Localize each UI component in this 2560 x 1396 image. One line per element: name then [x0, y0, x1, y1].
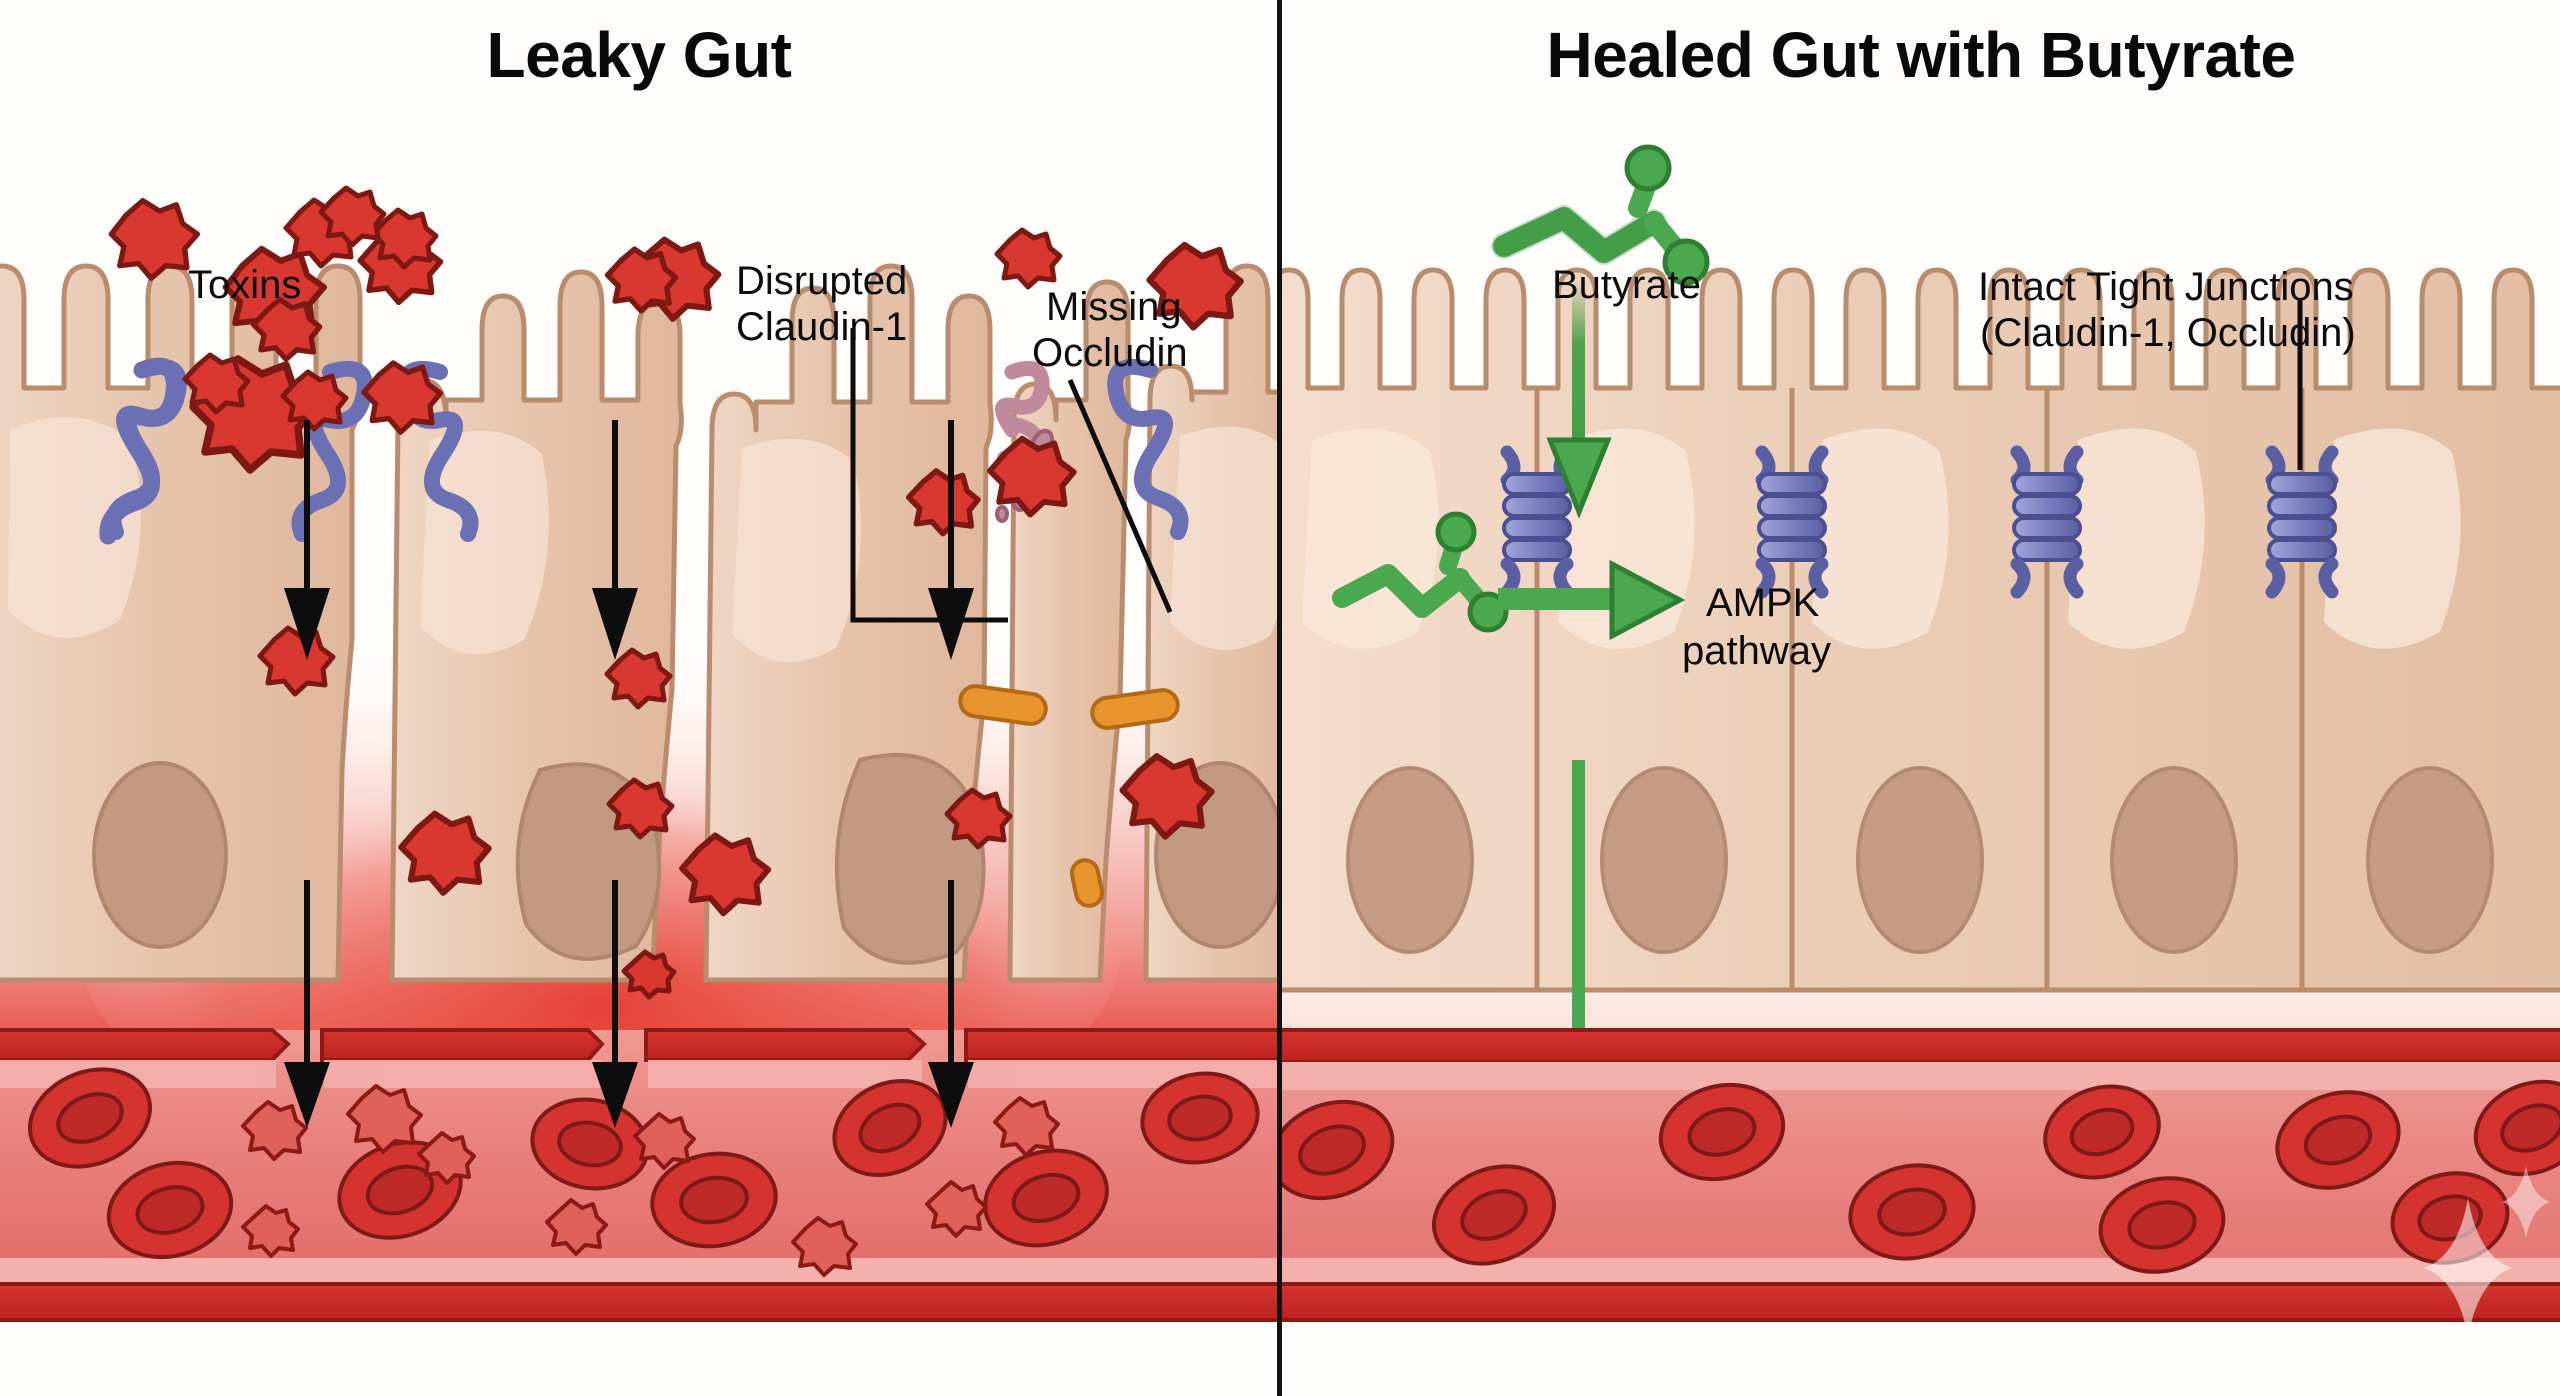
ampk-arrow [1498, 559, 1686, 641]
intact-tight-junction-group [1500, 445, 2339, 599]
blood-vessel-leaky [0, 1028, 1278, 1322]
label-butyrate: Butyrate [1552, 263, 1701, 307]
panel-leaky-gut: Leaky Gut [0, 0, 1278, 1396]
label-leader-lines [850, 328, 1173, 623]
toxin-flow-arrow-group [284, 420, 974, 1128]
panel-title-healed-gut: Healed Gut with Butyrate [1546, 19, 2297, 91]
label-intact-junctions-line1: Intact Tight Junctions [1978, 265, 2354, 309]
butyrate-molecule-inside [1332, 511, 1509, 633]
healed-gut-artwork [1282, 144, 2560, 1338]
panel-title-leaky-gut: Leaky Gut [486, 19, 792, 91]
label-missing-occludin-line2: Occludin [1032, 331, 1188, 375]
label-toxins: Toxins [188, 263, 302, 307]
label-disrupted-claudin-line1: Disrupted [736, 259, 908, 303]
label-ampk-line1: AMPK [1706, 581, 1820, 625]
blood-vessel-healed [1282, 1028, 2560, 1322]
label-ampk-line2: pathway [1682, 629, 1831, 673]
label-missing-occludin-line1: Missing [1046, 285, 1182, 329]
butyrate-entry-arrow [1546, 280, 1612, 519]
butyrate-molecule-top [1491, 144, 1710, 286]
panel-healed-gut: Healed Gut with Butyrate [1282, 0, 2560, 1396]
label-disrupted-claudin-line2: Claudin-1 [736, 305, 908, 349]
label-intact-junctions-line2: (Claudin-1, Occludin) [1980, 311, 2356, 355]
leaky-gut-artwork [0, 185, 1278, 1322]
panel-divider [1277, 0, 1282, 1396]
adhesion-protein-group [958, 684, 1180, 908]
